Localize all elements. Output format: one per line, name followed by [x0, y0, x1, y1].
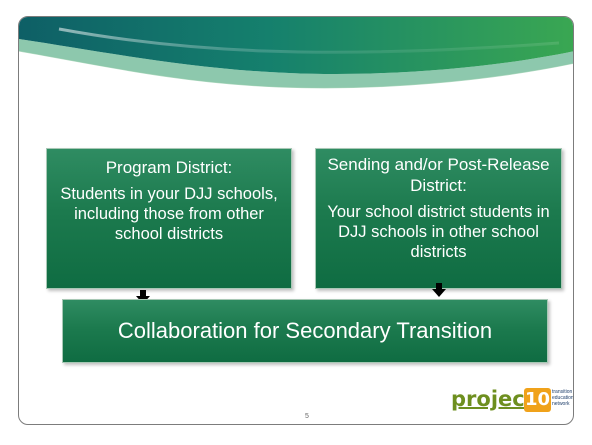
- sending-district-box: Sending and/or Post-Release District: Yo…: [315, 148, 562, 289]
- project10-logo: project 10 transition education network: [451, 386, 574, 416]
- logo-badge: 10: [524, 388, 551, 412]
- program-district-title: Program District:: [105, 158, 233, 177]
- slide-page-number: 5: [305, 413, 309, 420]
- logo-badge-number: 10: [524, 389, 551, 410]
- logo-tagline-line: transition: [552, 389, 573, 395]
- sending-district-description: Your school district students in DJJ sch…: [327, 203, 550, 261]
- program-district-box: Program District: Students in your DJJ s…: [46, 148, 292, 289]
- logo-wordmark: project: [451, 387, 535, 411]
- collaboration-box: Collaboration for Secondary Transition: [62, 299, 548, 363]
- logo-tagline-line: education: [552, 395, 574, 401]
- header-wave-banner: [19, 17, 573, 89]
- slide: Program District: Students in your DJJ s…: [18, 16, 574, 425]
- program-district-description: Students in your DJJ schools, including …: [60, 185, 278, 243]
- collaboration-label: Collaboration for Secondary Transition: [117, 318, 493, 343]
- logo-tagline: transition education network: [552, 389, 574, 407]
- logo-tagline-line: network: [552, 401, 570, 407]
- down-arrow-left: [136, 290, 150, 304]
- down-arrow-right: [432, 283, 446, 297]
- sending-district-title: Sending and/or Post-Release District:: [327, 155, 550, 195]
